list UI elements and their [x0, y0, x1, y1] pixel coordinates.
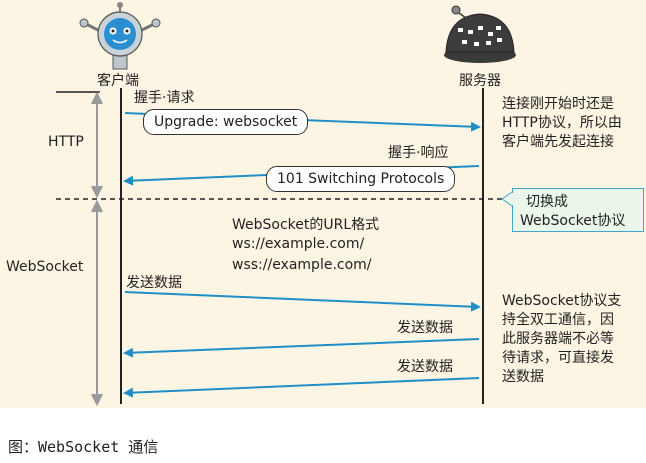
- websocket-bracket: [91, 199, 103, 407]
- robot-icon: [79, 2, 161, 70]
- server-robot-icon: [444, 5, 516, 63]
- wss-url-example: wss://example.com/: [232, 257, 372, 273]
- server-send-arrow-2: [123, 377, 480, 398]
- http-bracket: [91, 91, 103, 199]
- http-note-line: 连接刚开始时还是: [502, 96, 614, 112]
- switch-note-line: 切换成: [526, 194, 568, 210]
- figure-caption: 图：WebSocket 通信: [8, 438, 159, 456]
- handshake-request-label: 握手·请求: [134, 90, 195, 106]
- client-send-arrow: [124, 291, 481, 312]
- client-send-label: 发送数据: [126, 275, 182, 291]
- http-note-line: 客户端先发起连接: [502, 134, 614, 150]
- server-label: 服务器: [459, 73, 501, 89]
- handshake-response-label: 握手·响应: [388, 145, 449, 161]
- websocket-phase-label: WebSocket: [6, 259, 84, 275]
- switch-callout: [512, 188, 644, 232]
- http-phase-label: HTTP: [48, 134, 84, 150]
- switch-note-line: WebSocket协议: [520, 213, 626, 229]
- websocket-note: WebSocket协议支 持全双工通信，因 此服务器端不必等 待请求，可直接发 …: [502, 292, 640, 387]
- http-note-line: HTTP协议，所以由: [502, 115, 622, 131]
- server-send-label-1: 发送数据: [397, 320, 453, 336]
- ws-note-line: 送数据: [502, 369, 544, 385]
- upgrade-header-box: Upgrade: websocket: [143, 109, 309, 135]
- switching-protocols-box: 101 Switching Protocols: [266, 166, 456, 192]
- http-note: 连接刚开始时还是 HTTP协议，所以由 客户端先发起连接: [502, 95, 640, 152]
- server-send-arrow-1: [123, 338, 480, 358]
- ws-note-line: 此服务器端不必等: [502, 331, 614, 347]
- ws-note-line: 持全双工通信，因: [502, 312, 614, 328]
- ws-url-example: ws://example.com/: [232, 236, 365, 252]
- ws-note-line: 待请求，可直接发: [502, 350, 614, 366]
- server-send-label-2: 发送数据: [397, 359, 453, 375]
- url-format-title: WebSocket的URL格式: [232, 217, 380, 233]
- ws-note-line: WebSocket协议支: [502, 293, 622, 309]
- client-label: 客户端: [97, 73, 139, 89]
- switch-note: 切换成 WebSocket协议: [520, 193, 625, 231]
